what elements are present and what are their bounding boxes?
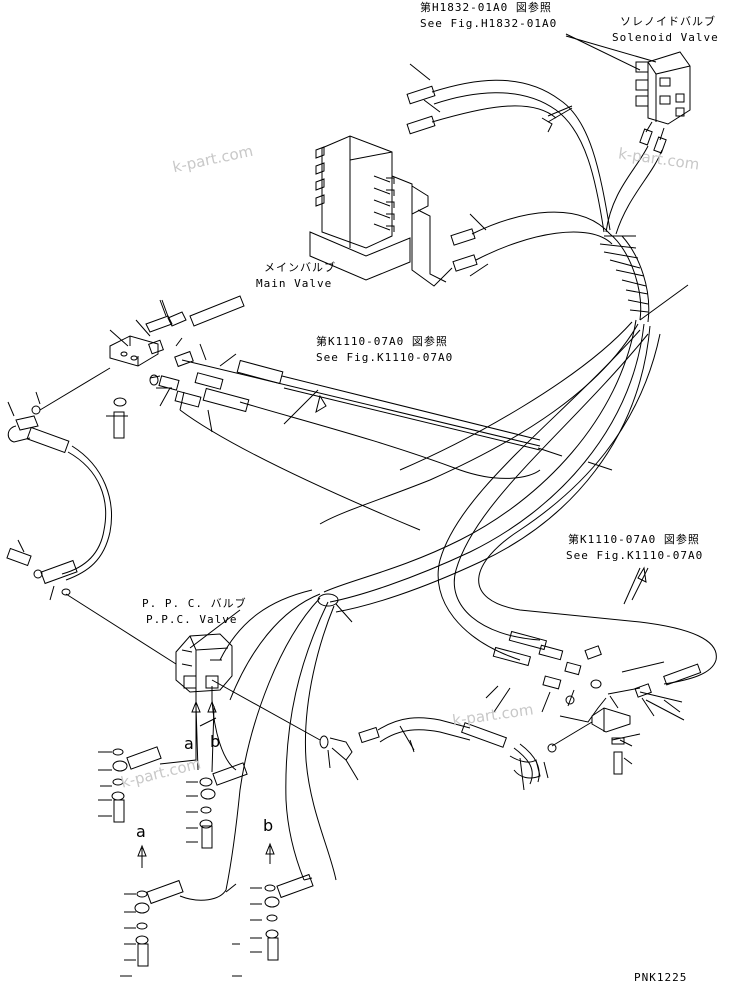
page-code-label: PNK1225: [634, 971, 688, 984]
marker-b-bottom-label: b: [263, 816, 275, 835]
ref-k1110-a-jp-label: 第K1110-07A0 図参照: [316, 335, 448, 348]
bottom-left-fittings: [98, 746, 314, 977]
main-valve-en-label: Main Valve: [256, 277, 333, 290]
solenoid-valve-jp-label: ソレノイドバルブ: [620, 15, 716, 28]
ref-h1832-jp-label: 第H1832-01A0 図参照: [420, 1, 552, 14]
marker-a-label: a: [184, 734, 195, 753]
marker-b-label: b: [210, 732, 222, 751]
left-block-part: [39, 295, 541, 531]
ppc-valve-en-label: P.P.C. Valve: [146, 613, 238, 626]
ref-k1110-b-jp-label: 第K1110-07A0 図参照: [568, 533, 700, 546]
main-valve-hoses: [406, 79, 613, 287]
ref-h1832-en-label: See Fig.H1832-01A0: [420, 17, 558, 30]
left-elbow-hose: [6, 405, 112, 596]
marker-a-bottom-label: a: [136, 822, 147, 841]
ppc-valve-jp-label: P. P. C. バルブ: [142, 597, 247, 610]
ppc-outlet-hoses: [211, 679, 541, 779]
hose-bundle: [219, 145, 689, 891]
ref-k1110-a-en-label: See Fig.K1110-07A0: [316, 351, 454, 364]
solenoid-valve-en-label: Solenoid Valve: [612, 31, 719, 44]
solenoid-valve-part: [635, 51, 691, 154]
main-valve-jp-label: メインバルブ: [264, 261, 336, 274]
bottom-hoses: [159, 699, 313, 901]
main-valve-part: [309, 135, 413, 281]
ppc-valve-part: [65, 593, 233, 700]
ref-k1110-b-en-label: See Fig.K1110-07A0: [566, 549, 704, 562]
callout-ticks: [7, 63, 681, 791]
